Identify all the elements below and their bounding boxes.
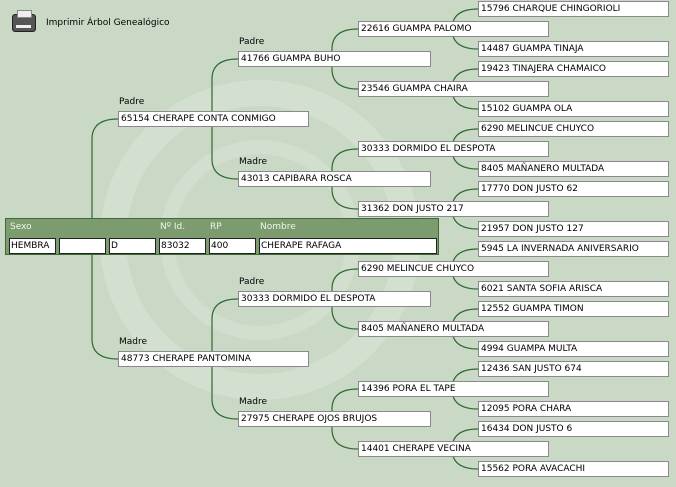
gen2-ancestor-mother[interactable]: 43013 CAPIBARA ROSCA	[238, 171, 431, 187]
gen3-ancestor-father[interactable]: 22616 GUAMPA PALOMO	[358, 21, 549, 37]
gen2-ancestor-father[interactable]: 30333 DORMIDO EL DESPOTA	[238, 291, 431, 307]
gen4-ancestor-father[interactable]: 19423 TINAJERA CHAMAICO	[478, 61, 669, 77]
mother-label: Madre	[239, 397, 268, 407]
gen3-ancestor-father[interactable]: 30333 DORMIDO EL DESPOTA	[358, 141, 549, 157]
father-label: Padre	[239, 37, 265, 47]
sex-header: Sexo	[10, 222, 32, 232]
field-2[interactable]	[59, 238, 106, 254]
sex-field[interactable]: HEMBRA	[9, 238, 56, 254]
id-field[interactable]: 83032	[159, 238, 206, 254]
rp-header: RP	[210, 222, 222, 232]
gen4-ancestor-father[interactable]: 15796 CHARQUE CHINGORIOLI	[478, 1, 669, 17]
gen3-ancestor-father[interactable]: 14396 PORA EL TAPE	[358, 381, 549, 397]
gen2-ancestor-mother[interactable]: 27975 CHERAPE OJOS BRUJOS	[238, 411, 431, 427]
name-field[interactable]: CHERAPE RAFAGA	[259, 238, 437, 254]
gen1-ancestor-mother[interactable]: 48773 CHERAPE PANTOMINA	[118, 351, 309, 367]
gen3-ancestor-mother[interactable]: 8405 MAÑANERO MULTADA	[358, 321, 549, 337]
subject-panel: Sexo Nº Id. RP Nombre HEMBRA D 83032 400…	[5, 218, 439, 255]
gen4-ancestor-mother[interactable]: 8405 MAÑANERO MULTADA	[478, 161, 669, 177]
gen4-ancestor-mother[interactable]: 21957 DON JUSTO 127	[478, 221, 669, 237]
id-header: Nº Id.	[160, 222, 186, 232]
father-label: Padre	[119, 97, 145, 107]
printer-icon	[12, 10, 36, 32]
mother-label: Madre	[119, 337, 148, 347]
gen4-ancestor-mother[interactable]: 4994 GUAMPA MULTA	[478, 341, 669, 357]
field-3[interactable]: D	[109, 238, 156, 254]
gen4-ancestor-father[interactable]: 6290 MELINCUE CHUYCO	[478, 121, 669, 137]
name-header: Nombre	[260, 222, 296, 232]
gen2-ancestor-father[interactable]: 41766 GUAMPA BUHO	[238, 51, 431, 67]
mother-label: Madre	[239, 157, 268, 167]
gen4-ancestor-mother[interactable]: 6021 SANTA SOFIA ARISCA	[478, 281, 669, 297]
gen4-ancestor-mother[interactable]: 14487 GUAMPA TINAJA	[478, 41, 669, 57]
gen1-ancestor-father[interactable]: 65154 CHERAPE CONTA CONMIGO	[118, 111, 309, 127]
gen4-ancestor-mother[interactable]: 15102 GUAMPA OLA	[478, 101, 669, 117]
gen4-ancestor-father[interactable]: 16434 DON JUSTO 6	[478, 421, 669, 437]
gen4-ancestor-mother[interactable]: 15562 PORA AVACACHI	[478, 461, 669, 477]
gen3-ancestor-mother[interactable]: 31362 DON JUSTO 217	[358, 201, 549, 217]
gen3-ancestor-mother[interactable]: 14401 CHERAPE VECINA	[358, 441, 549, 457]
father-label: Padre	[239, 277, 265, 287]
gen4-ancestor-father[interactable]: 12436 SAN JUSTO 674	[478, 361, 669, 377]
gen4-ancestor-father[interactable]: 12552 GUAMPA TIMON	[478, 301, 669, 317]
gen4-ancestor-father[interactable]: 5945 LA INVERNADA ANIVERSARIO	[478, 241, 669, 257]
rp-field[interactable]: 400	[209, 238, 256, 254]
gen3-ancestor-father[interactable]: 6290 MELINCUE CHUYCO	[358, 261, 549, 277]
print-tree-button[interactable]: Imprimir Árbol Genealógico	[12, 10, 170, 32]
print-label: Imprimir Árbol Genealógico	[46, 18, 170, 28]
gen3-ancestor-mother[interactable]: 23546 GUAMPA CHAIRA	[358, 81, 549, 97]
gen4-ancestor-mother[interactable]: 12095 PORA CHARA	[478, 401, 669, 417]
gen4-ancestor-father[interactable]: 17770 DON JUSTO 62	[478, 181, 669, 197]
